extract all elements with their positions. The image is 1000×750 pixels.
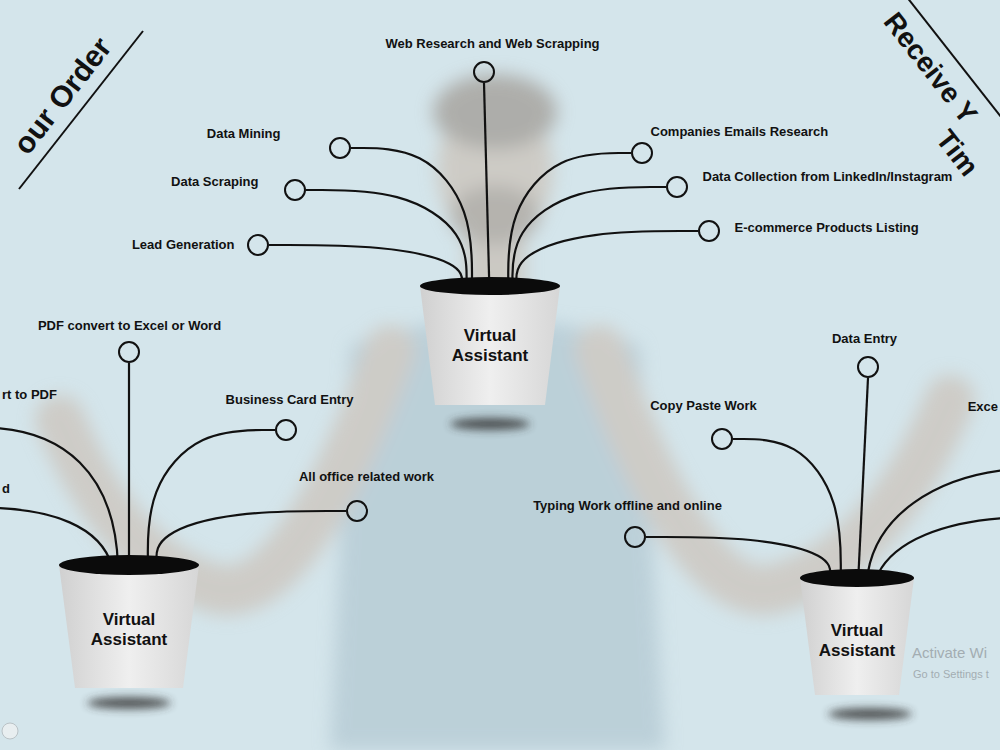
task-label: PDF convert to Excel or Word [38,318,221,334]
connector-line [351,148,472,285]
connector-line [484,83,489,285]
connector-line [733,439,841,577]
task-dot: E-commerce Products Listing [698,220,720,242]
task-dot: All office related work [346,500,368,522]
pot-shadows [87,418,912,720]
hair [433,74,557,150]
corner-icon [2,723,18,739]
task-label: Data Collection from LinkedIn/Instagram [703,169,953,185]
pot-body [59,565,199,688]
pot-caption: Virtual Assistant [430,326,550,367]
connector-line [269,245,462,285]
connector-line [128,363,130,563]
pot-rim [800,569,914,587]
corner-banner: our Order [6,30,117,159]
task-label: Copy Paste Work [650,398,757,414]
task-dot: Business Card Entry [275,419,297,441]
connector-line [858,378,868,577]
pot-body [420,286,560,405]
assistant-pot: Virtual Assistant [800,569,914,695]
pot-caption: Virtual Assistant [810,621,904,662]
task-label: Companies Emails Research [651,124,829,140]
cut-label: d [2,482,10,496]
task-dot: Data Scraping [284,179,306,201]
pot-rim [420,277,560,295]
watermark: Go to Settings t [913,668,989,680]
task-dot: Copy Paste Work [711,428,733,450]
pot-body [800,578,914,695]
task-dot: Data Mining [329,137,351,159]
pot-rim [59,555,199,575]
connector-line [148,430,275,563]
task-label: Business Card Entry [226,392,354,408]
task-dot: Data Collection from LinkedIn/Instagram [666,176,688,198]
pot-text-box: Virtual Assistant [59,610,199,651]
pot-shadow [828,708,912,720]
edge-group [129,83,868,577]
offscreen-branch [0,428,118,566]
connector-line [516,231,698,285]
task-label: Web Research and Web Scrapping [385,36,599,52]
assistant-pot: Virtual Assistant [420,277,560,405]
pot-caption: Virtual Assistant [69,610,189,651]
task-dot: Companies Emails Research [631,142,653,164]
task-dot: Typing Work offline and online [624,526,646,548]
corner-banner: Tim [930,124,985,182]
connector-line [646,537,830,577]
corner-banner: Receive Y [877,7,982,130]
offscreen-branch [878,518,1000,574]
pot-shadow [87,697,171,709]
cut-label: Exce [968,400,998,414]
connector-line [306,190,467,285]
task-dot: Lead Generation [247,234,269,256]
task-label: Lead Generation [132,237,235,253]
task-label: E-commerce Products Listing [735,220,919,236]
assistant-pot: Virtual Assistant [59,555,199,688]
task-label: Typing Work offline and online [533,498,722,514]
pot-text-box: Virtual Assistant [420,326,560,367]
task-dot: Data Entry [857,356,879,378]
pot-shadow [450,418,530,430]
task-label: Data Entry [832,331,897,347]
watermark: Activate Wi [912,645,987,662]
task-label: Data Scraping [171,174,258,190]
connector-line [508,153,631,285]
pot-text-box: Virtual Assistant [800,621,914,662]
right-arm [600,350,950,590]
task-label: All office related work [299,469,434,485]
connector-line [156,511,346,563]
task-dot: PDF convert to Excel or Word [118,341,140,363]
task-label: Data Mining [207,126,281,142]
task-dot: Web Research and Web Scrapping [473,61,495,83]
cut-label: rt to PDF [2,388,57,402]
